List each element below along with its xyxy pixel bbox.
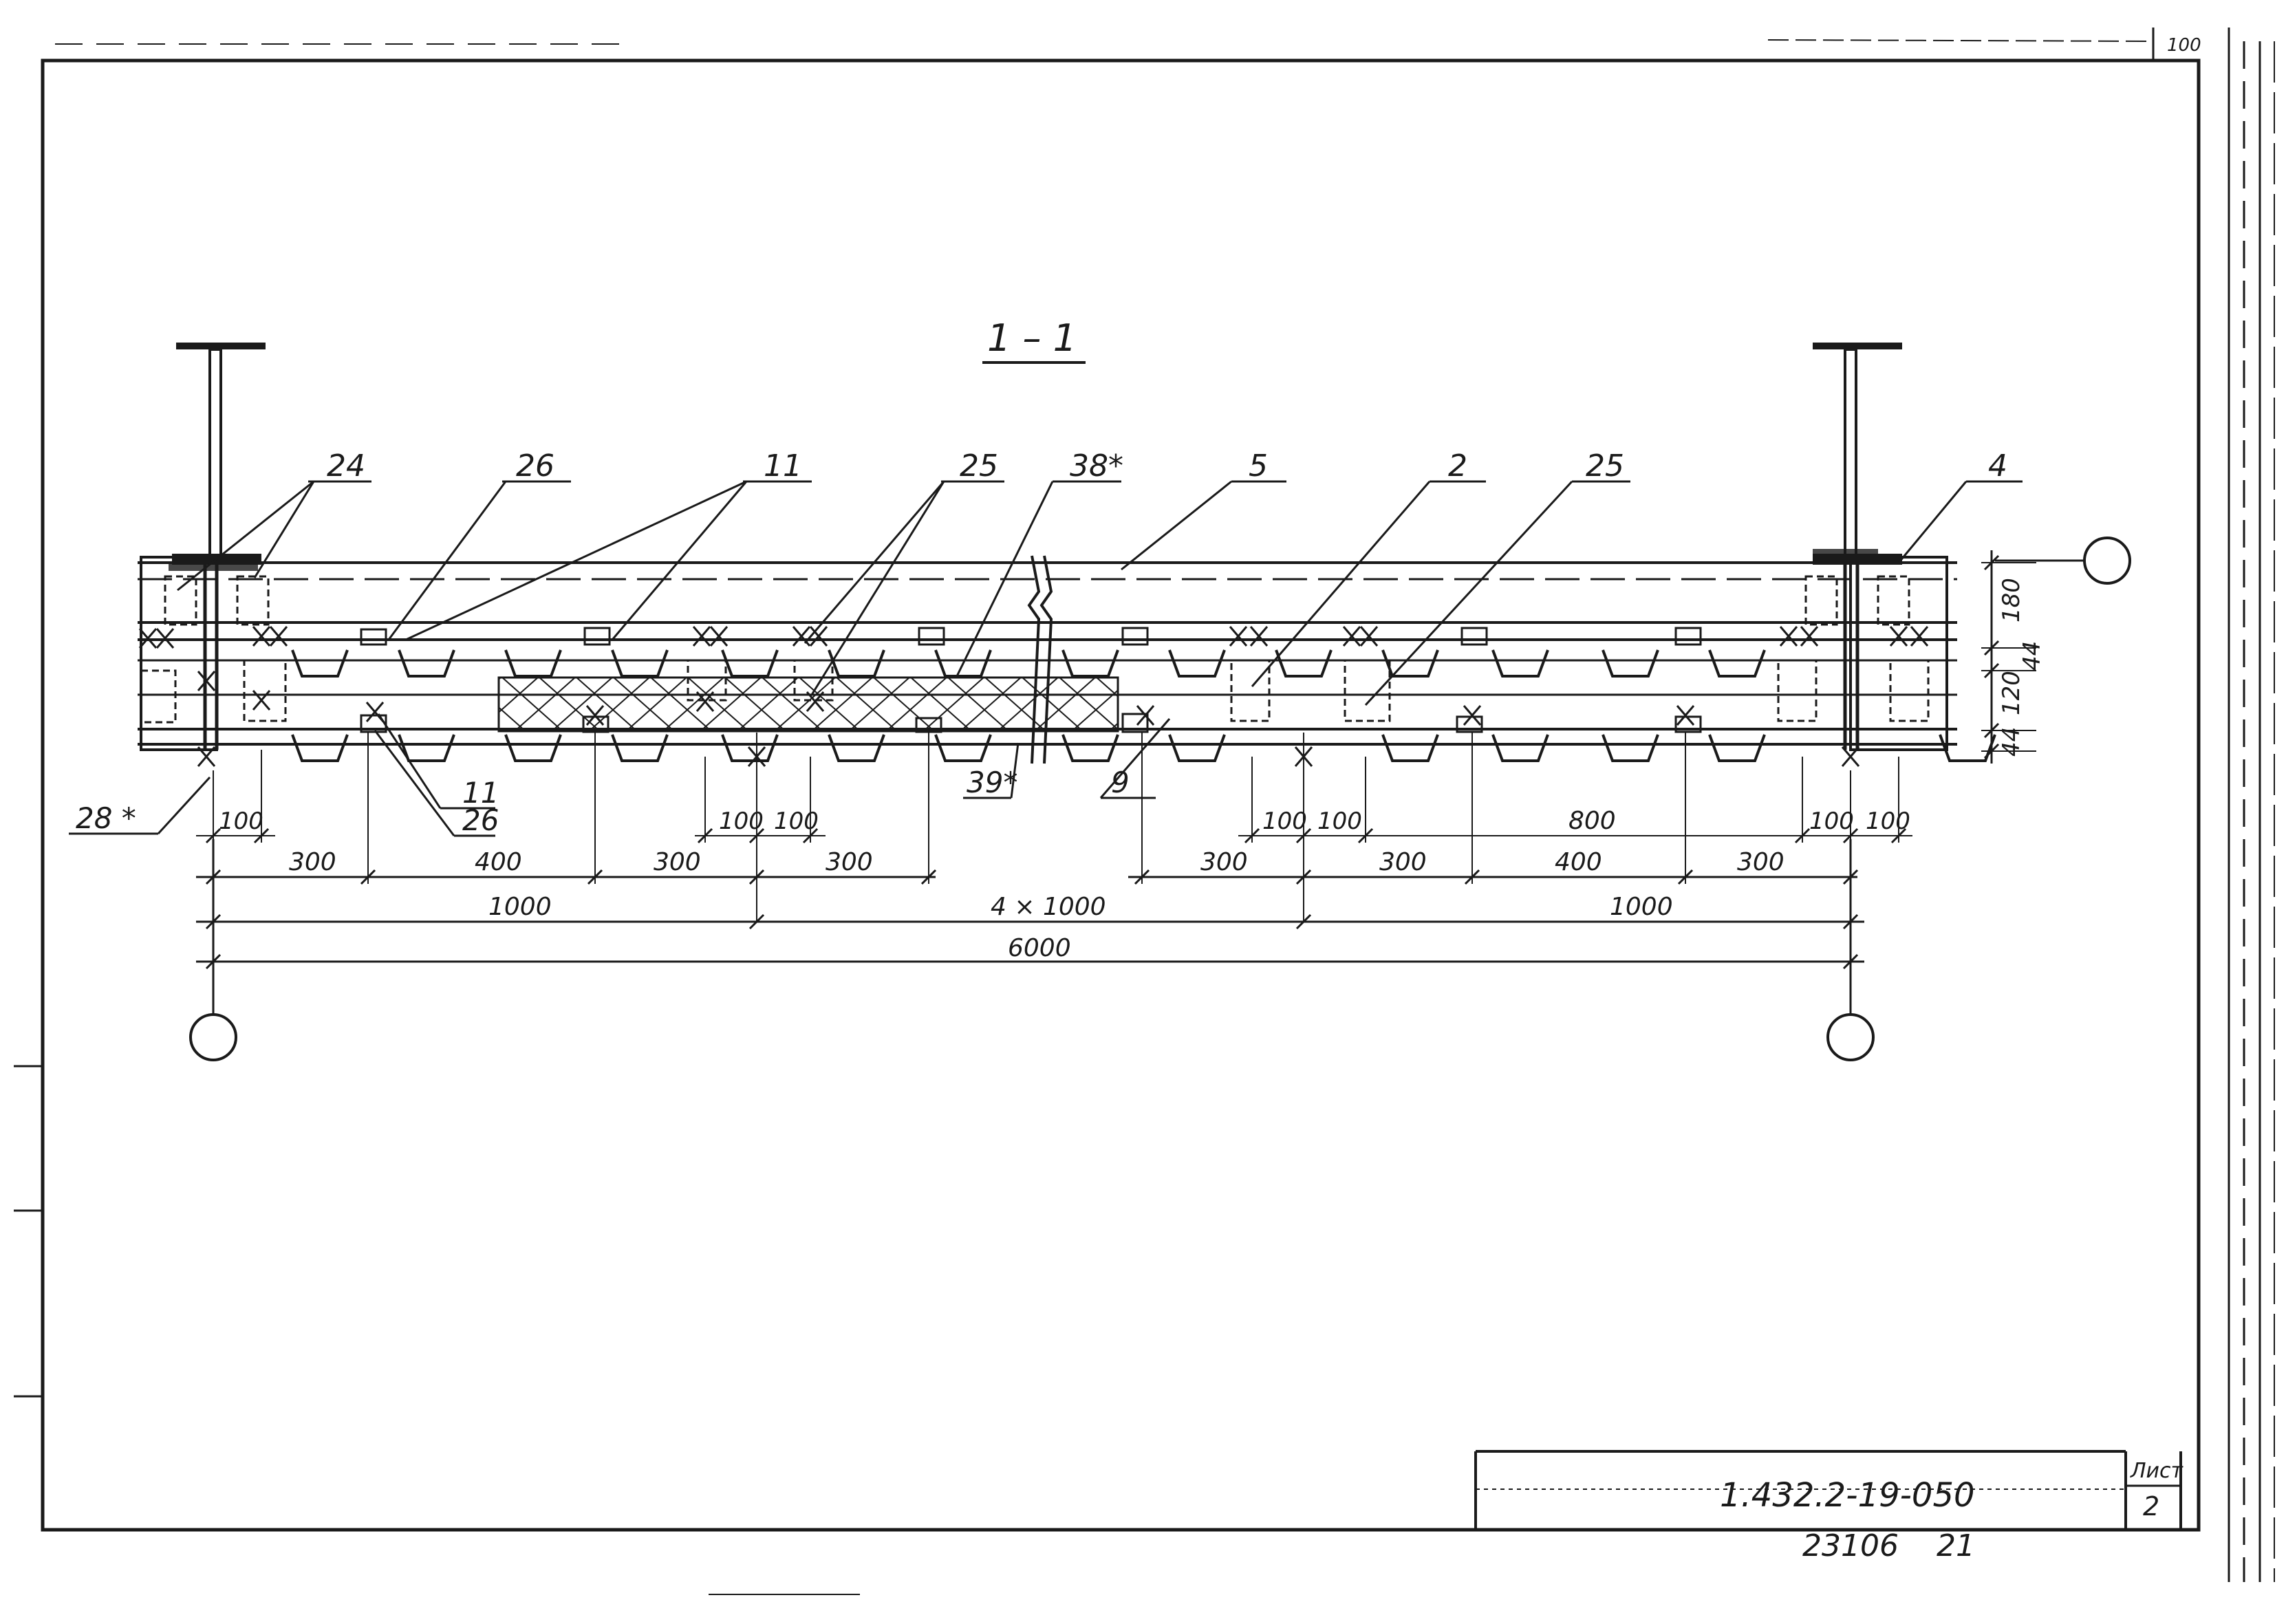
callout-39: 39* — [967, 766, 1017, 799]
dim-center-4x1000: 4 × 1000 — [991, 893, 1106, 921]
callout-24: 24 — [327, 448, 365, 484]
dim-right-300a: 300 — [1200, 848, 1248, 876]
upper-profiled-deck — [291, 649, 1766, 678]
dim-right-1000: 1000 — [1610, 893, 1673, 921]
callout-26-bottom: 26 — [462, 803, 499, 837]
sheet-frame — [14, 28, 2275, 1595]
dim-right-800: 800 — [1568, 807, 1616, 835]
callout-25-left: 25 — [960, 448, 998, 484]
section-title: 1 – 1 — [987, 316, 1077, 360]
dim-left-100b: 100 — [719, 808, 764, 835]
right-end-post — [1813, 549, 1948, 751]
callout-leaders — [69, 480, 2023, 837]
callout-9: 9 — [1111, 766, 1130, 799]
callout-11-top: 11 — [764, 448, 802, 484]
dim-v-44a: 44 — [2018, 641, 2046, 671]
callout-2: 2 — [1448, 448, 1467, 484]
dim-left-300c: 300 — [826, 848, 873, 876]
dim-v-180: 180 — [1998, 578, 2025, 622]
sheet-label: Лист — [2130, 1459, 2184, 1483]
callout-26-top: 26 — [516, 448, 554, 484]
corner-mark: 100 — [2167, 35, 2201, 56]
dim-right-100a: 100 — [1262, 808, 1307, 835]
dim-left-300a: 300 — [289, 848, 336, 876]
dim-right-100b: 100 — [1317, 808, 1362, 835]
archive-number: 23106 — [1802, 1528, 1899, 1563]
callout-28: 28 * — [76, 801, 136, 835]
dim-right-300b: 300 — [1379, 848, 1427, 876]
dim-v-120: 120 — [1998, 671, 2025, 715]
dim-v-44b: 44 — [1998, 727, 2025, 757]
sheet-format: 21 — [1937, 1528, 1975, 1563]
dimension-labels: 100 300 400 300 100 100 300 1000 4 × 100… — [219, 807, 1910, 962]
dim-right-400: 400 — [1555, 848, 1602, 876]
callout-25-right: 25 — [1586, 448, 1624, 484]
callout-5: 5 — [1249, 448, 1268, 484]
callout-4: 4 — [1988, 448, 2007, 484]
callout-38: 38* — [1070, 448, 1123, 484]
dim-left-300b: 300 — [654, 848, 701, 876]
break-line — [1027, 555, 1053, 764]
vertical-dimensions — [1981, 550, 2036, 764]
callout-labels: 24 26 11 25 38* 5 2 25 4 28 * 11 26 39* … — [76, 448, 2007, 837]
title-block — [1474, 1450, 2182, 1530]
dim-left-1000: 1000 — [488, 893, 552, 921]
right-column-i-beam — [1813, 343, 1902, 565]
insulation-hatched-zone — [497, 676, 1119, 733]
dim-right-300c: 300 — [1737, 848, 1784, 876]
dimension-lines — [196, 733, 1912, 970]
left-end-post — [140, 556, 258, 751]
dim-right-100c: 100 — [1809, 808, 1854, 835]
grid-axis-right-top — [1995, 537, 2131, 585]
dim-total-6000: 6000 — [1008, 934, 1071, 962]
callout-11-bottom: 11 — [462, 776, 499, 810]
drawing-code: 1.432.2-19-050 — [1720, 1476, 1975, 1515]
sheet-number: 2 — [2143, 1491, 2159, 1522]
dim-left-100c: 100 — [774, 808, 819, 835]
dim-left-400: 400 — [475, 848, 522, 876]
dim-left-100a: 100 — [219, 808, 263, 835]
deck-clips — [140, 575, 1930, 733]
dim-right-100d: 100 — [1866, 808, 1910, 835]
